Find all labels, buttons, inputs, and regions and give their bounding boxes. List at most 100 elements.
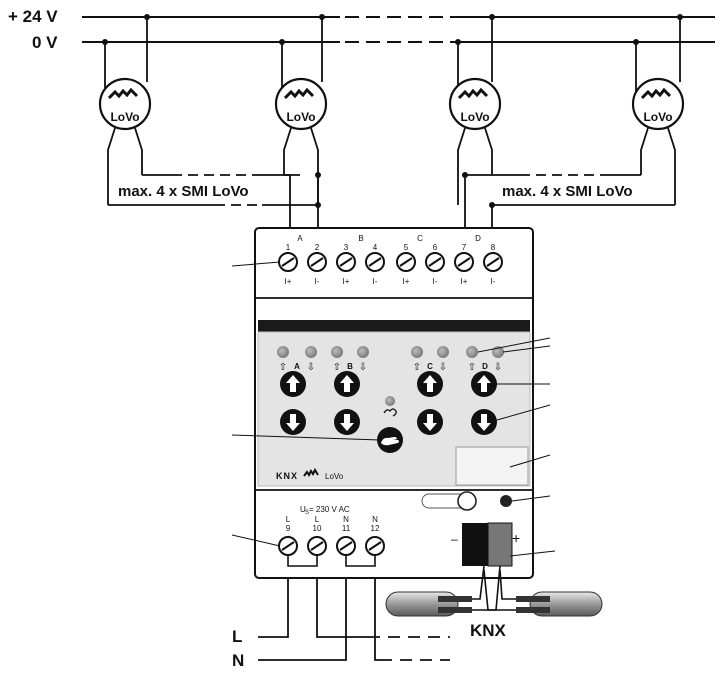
down-arrow-icon <box>423 414 437 431</box>
supply-rails <box>82 16 715 43</box>
brand-line: KNX LoVo <box>276 467 344 481</box>
mains-wiring <box>258 578 450 661</box>
control-buttons <box>280 371 497 453</box>
rail-taps <box>104 17 681 100</box>
terminal-channel-d: D <box>475 234 481 243</box>
zero-volt-label: 0 V <box>32 33 58 52</box>
button-d-down[interactable] <box>471 409 497 435</box>
lovo-brand: LoVo <box>325 472 344 481</box>
up-arrow-icon <box>286 375 300 392</box>
programming-button[interactable] <box>421 491 477 511</box>
output-terminal-5[interactable]: 5 I+ <box>396 243 416 286</box>
manual-mode-button[interactable] <box>377 427 403 453</box>
output-terminals: 1 I+ 2 I- 3 I+ 4 I- 5 I+ <box>278 243 503 286</box>
group-note-left-bg <box>116 180 288 200</box>
power-terminal-12[interactable]: N 12 <box>365 515 385 556</box>
svg-text:L: L <box>315 515 320 524</box>
small-down-arrow-icon: ⇩ <box>494 362 502 373</box>
motor-2: LoVo <box>274 77 328 131</box>
bus-cable-left <box>385 591 472 617</box>
motor-signal-wiring <box>107 127 676 232</box>
svg-text:8: 8 <box>491 243 496 252</box>
up-arrow-icon <box>340 375 354 392</box>
motor-1: LoVo <box>98 77 152 131</box>
knx-bus-connector[interactable]: – + <box>451 522 520 567</box>
down-arrow-icon <box>477 414 491 431</box>
svg-text:L: L <box>286 515 291 524</box>
panel-label-d: D <box>482 362 488 371</box>
panel-label-b: B <box>347 362 353 371</box>
down-arrow-icon <box>286 414 300 431</box>
output-terminal-1[interactable]: 1 I+ <box>278 243 298 286</box>
terminal-channel-labels: A B C D <box>297 234 481 243</box>
svg-text:I-: I- <box>491 277 496 286</box>
motor-1-name: LoVo <box>110 110 139 124</box>
button-a-down[interactable] <box>280 409 306 435</box>
group-note-right: max. 4 x SMI LoVo <box>502 183 633 200</box>
led-b-up <box>331 346 343 358</box>
smi-logo <box>303 467 319 477</box>
svg-text:I+: I+ <box>285 277 292 286</box>
hand-icon <box>381 437 399 446</box>
small-down-arrow-icon: ⇩ <box>307 362 315 373</box>
knx-bus-label: KNX <box>470 621 507 640</box>
output-terminal-8[interactable]: 8 I- <box>483 243 503 286</box>
svg-text:I-: I- <box>433 277 438 286</box>
output-terminal-7[interactable]: 7 I+ <box>454 243 474 286</box>
svg-text:9: 9 <box>286 524 291 533</box>
manual-mode-icon <box>383 408 397 417</box>
motor-3-name: LoVo <box>460 110 489 124</box>
led-d-up <box>466 346 478 358</box>
button-d-up[interactable] <box>471 371 497 397</box>
small-up-arrow-icon: ⇧ <box>468 362 476 373</box>
bus-cable-leads <box>472 565 516 611</box>
leader-lines <box>231 261 556 557</box>
motor-2-name: LoVo <box>286 110 315 124</box>
svg-text:7: 7 <box>462 243 467 252</box>
terminal-channel-b: B <box>358 234 363 243</box>
svg-text:4: 4 <box>373 243 378 252</box>
button-a-up[interactable] <box>280 371 306 397</box>
svg-text:12: 12 <box>371 524 380 533</box>
led-a-down <box>305 346 317 358</box>
output-terminal-6[interactable]: 6 I- <box>425 243 445 286</box>
bus-minus-label: – <box>451 532 458 546</box>
group-note-left: max. 4 x SMI LoVo <box>118 183 249 200</box>
svg-text:11: 11 <box>342 524 351 533</box>
button-b-up[interactable] <box>334 371 360 397</box>
svg-text:I-: I- <box>373 277 378 286</box>
button-c-up[interactable] <box>417 371 443 397</box>
down-arrow-icon <box>340 414 354 431</box>
bus-cable-right <box>516 591 603 617</box>
terminal-channel-c: C <box>417 234 423 243</box>
svg-text:I+: I+ <box>403 277 410 286</box>
small-up-arrow-icon: ⇧ <box>333 362 341 373</box>
small-down-arrow-icon: ⇩ <box>359 362 367 373</box>
mains-n-label: N <box>232 651 244 670</box>
led-b-down <box>357 346 369 358</box>
motor-4-name: LoVo <box>643 110 672 124</box>
output-terminal-2[interactable]: 2 I- <box>307 243 327 286</box>
button-c-down[interactable] <box>417 409 443 435</box>
led-c-down <box>437 346 449 358</box>
small-up-arrow-icon: ⇧ <box>279 362 287 373</box>
led-c-up <box>411 346 423 358</box>
svg-text:I+: I+ <box>461 277 468 286</box>
power-terminals: L 9 L 10 N 11 N 12 <box>278 515 385 556</box>
panel-channel-labels: ⇧ A ⇩ ⇧ B ⇩ ⇧ C ⇩ ⇧ D ⇩ <box>279 362 502 373</box>
output-terminal-4[interactable]: 4 I- <box>365 243 385 286</box>
motor-3: LoVo <box>448 77 502 131</box>
svg-text:6: 6 <box>433 243 438 252</box>
panel-label-c: C <box>427 362 433 371</box>
svg-text:I-: I- <box>315 277 320 286</box>
terminal-bridges <box>287 555 376 567</box>
svg-text:10: 10 <box>313 524 322 533</box>
knx-bus-cables <box>385 565 603 617</box>
panel-label-a: A <box>294 362 300 371</box>
button-b-down[interactable] <box>334 409 360 435</box>
svg-text:I+: I+ <box>343 277 350 286</box>
output-terminal-3[interactable]: 3 I+ <box>336 243 356 286</box>
svg-text:5: 5 <box>404 243 409 252</box>
led-manual <box>385 396 395 406</box>
